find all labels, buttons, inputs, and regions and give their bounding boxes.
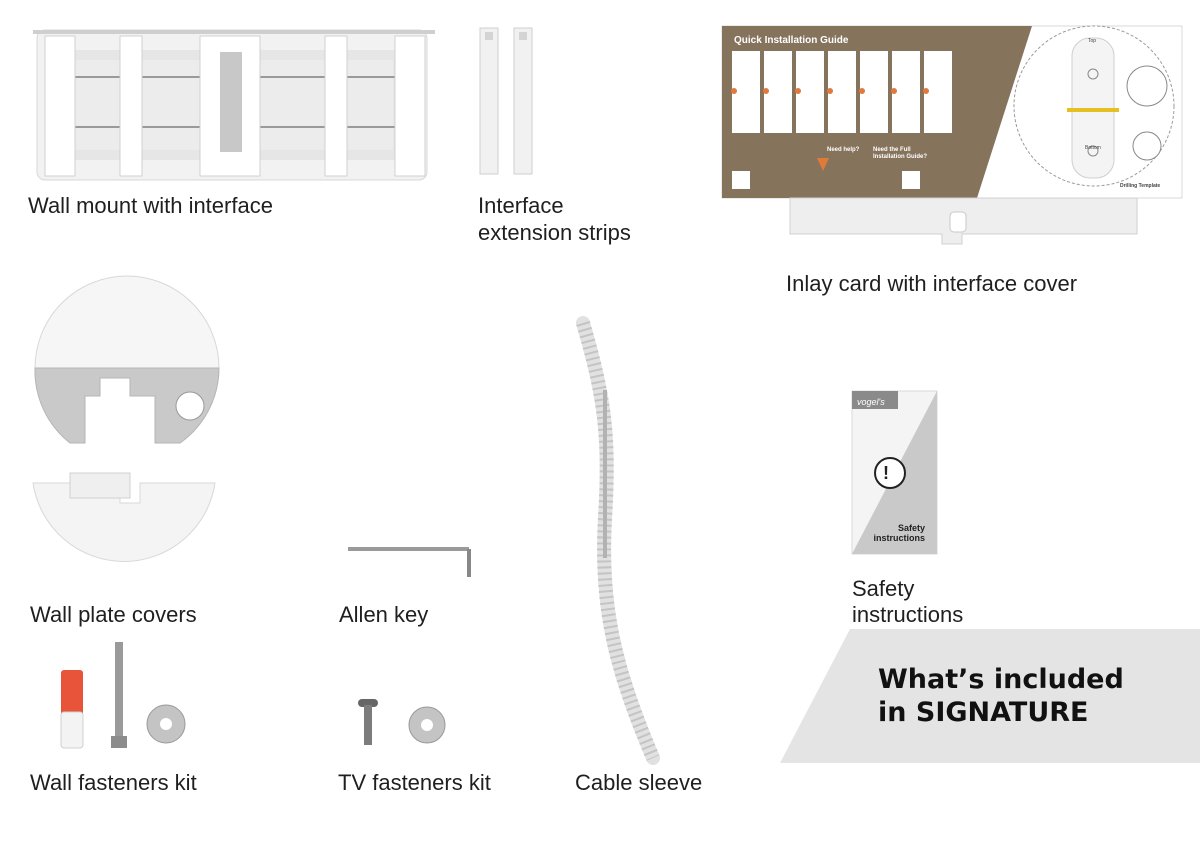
wall-mount-label: Wall mount with interface — [28, 193, 273, 218]
booklet-line1: Safety — [897, 523, 925, 533]
wall-fasteners-image — [60, 642, 186, 749]
need-help-text: Need help? — [827, 147, 860, 153]
cable-sleeve-image — [576, 316, 660, 765]
wall-plate-covers-image — [32, 275, 220, 562]
warning-icon: ! — [883, 463, 889, 483]
template-top: Top — [1088, 38, 1097, 44]
wall-mount-image — [33, 29, 435, 181]
inlay-card-label: Inlay card with interface cover — [786, 271, 1078, 296]
banner-background — [780, 629, 1200, 763]
wall-plate-covers-label: Wall plate covers — [30, 602, 197, 627]
booklet-line2: instructions — [873, 533, 925, 543]
extension-strips-image — [479, 27, 533, 175]
extension-strips-label-line2: extension strips — [478, 220, 631, 245]
safety-label-line1: Safety — [852, 576, 915, 601]
wall-fasteners-label: Wall fasteners kit — [30, 770, 197, 795]
safety-booklet-image — [851, 390, 938, 555]
inlay-card-image — [721, 25, 1183, 245]
banner-title: What’s included in SIGNATURE — [878, 663, 1124, 729]
allen-key-label: Allen key — [339, 602, 429, 627]
safety-label-line2: instructions — [852, 602, 964, 627]
banner-line2: in SIGNATURE — [878, 697, 1089, 728]
full-guide-line1: Need the Full — [873, 147, 911, 153]
booklet-title: Safety instructions — [870, 523, 925, 543]
cable-sleeve-label: Cable sleeve — [575, 770, 703, 795]
extension-strips-label-line1: Interface — [478, 193, 564, 218]
banner-line1: What’s included — [878, 664, 1124, 695]
allen-key-image — [348, 547, 471, 577]
tv-fasteners-image — [358, 699, 446, 745]
template-bottom: Bottom — [1085, 145, 1101, 151]
guide-title: Quick Installation Guide — [734, 35, 849, 46]
template-name: Drilling Template — [1120, 183, 1161, 189]
tv-fasteners-label: TV fasteners kit — [338, 770, 491, 795]
full-guide-line2: Installation Guide? — [873, 154, 928, 160]
booklet-brand: vogel's — [857, 397, 885, 407]
